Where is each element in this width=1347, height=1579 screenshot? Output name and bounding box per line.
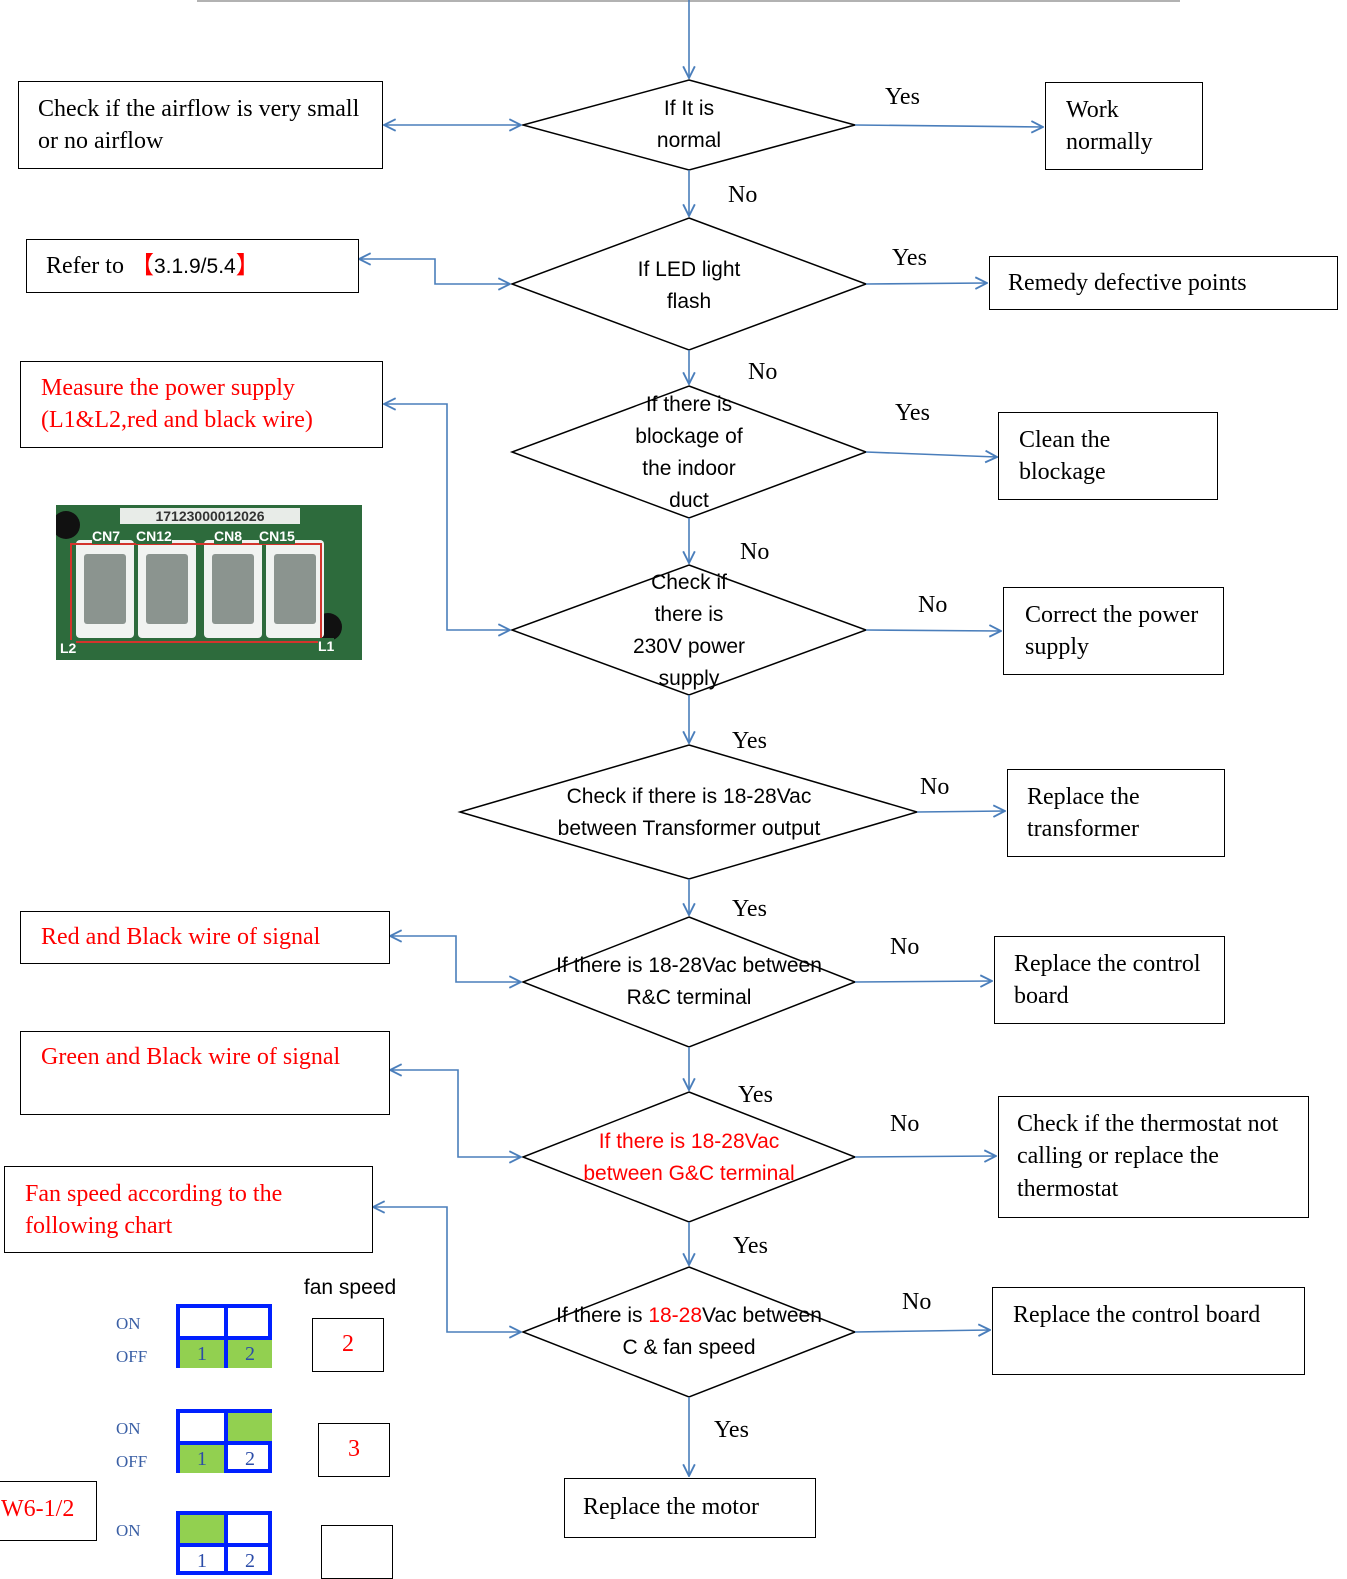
flow-arrow	[854, 981, 992, 982]
replace-transformer-box: Replace the transformer	[1007, 769, 1225, 857]
dip-off-cell: 2	[245, 1448, 255, 1470]
flow-arrow	[865, 283, 987, 284]
airflow-check-box: Check if the airflow is very small or no…	[18, 81, 383, 169]
dip-on-cell	[228, 1515, 272, 1543]
flow-arrow	[854, 1156, 996, 1157]
yes-label: Yes	[895, 400, 930, 426]
clean-blockage-box: Clean the blockage	[998, 412, 1218, 500]
off-label: OFF	[116, 1452, 148, 1471]
no-label: No	[890, 1111, 920, 1137]
flow-arrow	[865, 630, 1001, 631]
dip-on-cell	[228, 1413, 272, 1441]
connector-label: CN8	[214, 528, 243, 544]
flow-arrow	[373, 1207, 521, 1332]
flow-arrow	[916, 811, 1005, 812]
remedy-defective-box: Remedy defective points	[989, 256, 1338, 310]
flow-arrow	[390, 1070, 521, 1157]
corner-label-l2: L2	[60, 640, 77, 656]
pcb-code-label: 17123000012026	[120, 508, 300, 524]
refer-open-bracket: 【	[129, 251, 154, 279]
yes-label: Yes	[738, 1082, 773, 1108]
check-thermostat-box: Check if the thermostat not calling or r…	[998, 1096, 1309, 1218]
no-label: No	[728, 182, 758, 208]
connector-label: CN7	[92, 528, 121, 544]
decision-fan-text: If there is 18-28Vac between C & fan spe…	[556, 1304, 822, 1359]
flow-arrow	[390, 936, 521, 982]
corner-label-l1: L1	[318, 638, 335, 654]
refer-number: 3.1.9/5.4	[153, 255, 236, 278]
speed-value-box: 2	[312, 1318, 384, 1372]
dip-off-cell: 2	[245, 1550, 255, 1572]
dip-off-cell: 1	[180, 1445, 224, 1473]
flow-arrow	[865, 452, 997, 457]
correct-power-box: Correct the power supply	[1003, 587, 1224, 675]
dip-off-cell: 1	[180, 1340, 224, 1368]
yes-label: Yes	[892, 245, 927, 271]
flow-arrow	[854, 1330, 990, 1332]
yes-label: Yes	[732, 896, 767, 922]
yes-label: Yes	[714, 1417, 749, 1443]
connector-cn15	[266, 540, 324, 638]
dip-on-cell	[180, 1413, 224, 1441]
flowchart-canvas	[197, 0, 1180, 1530]
no-label: No	[902, 1289, 932, 1315]
connector-cn7	[76, 540, 134, 638]
flow-arrow	[359, 259, 510, 284]
red-black-wire-box: Red and Black wire of signal	[20, 911, 390, 964]
measure-power-box: Measure the power supply (L1&L2,red and …	[20, 361, 383, 448]
pcb-photo: 17123000012026 CN7 CN12 CN8 CN15 L2 L1	[56, 505, 362, 660]
connector-cn8	[204, 540, 262, 638]
fan-speed-title: fan speed	[303, 1276, 397, 1299]
refer-prefix: Refer to	[46, 253, 124, 279]
speed-value-box	[321, 1525, 393, 1579]
fan-speed-chart-box: Fan speed according to the following cha…	[4, 1166, 373, 1253]
highlight-frame	[70, 543, 322, 643]
dip-on-cell	[180, 1515, 224, 1543]
no-label: No	[920, 774, 950, 800]
refer-box: Refer to 【3.1.9/5.4】	[26, 239, 359, 293]
replace-control-board-box: Replace the control board	[994, 936, 1225, 1024]
yes-label: Yes	[732, 728, 767, 754]
replace-control-board-box-2: Replace the control board	[992, 1287, 1305, 1375]
no-label: No	[740, 539, 770, 565]
no-label: No	[918, 592, 948, 618]
connector-label: CN15	[259, 528, 295, 544]
off-label: OFF	[116, 1347, 148, 1366]
flow-arrow	[384, 404, 510, 630]
dip-off-cell: 1	[197, 1550, 207, 1572]
yes-label: Yes	[885, 84, 920, 110]
speed-value-box: 3	[318, 1423, 390, 1477]
dip-on-cell	[228, 1308, 272, 1336]
connector-cn12	[138, 540, 196, 638]
replace-motor-box: Replace the motor	[564, 1478, 816, 1538]
no-label: No	[890, 934, 920, 960]
green-black-wire-box: Green and Black wire of signal	[20, 1031, 390, 1115]
yes-label: Yes	[733, 1233, 768, 1259]
switch-label-box: W6-1/2	[0, 1481, 97, 1541]
dip-off-cell: 2	[228, 1340, 272, 1368]
connector-label: CN12	[136, 528, 172, 544]
no-label: No	[748, 359, 778, 385]
on-label: ON	[116, 1314, 141, 1333]
mount-hole	[56, 511, 80, 539]
dip-on-cell	[180, 1308, 224, 1336]
work-normally-box: Work normally	[1045, 82, 1203, 170]
on-label: ON	[116, 1419, 141, 1438]
flow-arrow	[854, 125, 1043, 127]
refer-close-bracket: 】	[235, 251, 260, 279]
on-label: ON	[116, 1521, 141, 1540]
